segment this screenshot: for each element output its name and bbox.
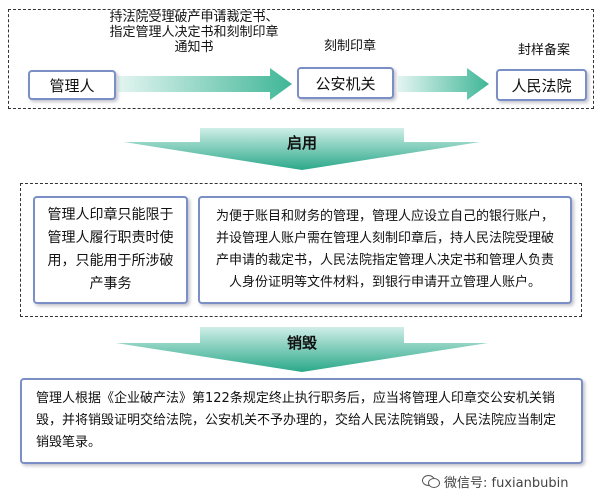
node-police-label: 公安机关 xyxy=(315,74,376,93)
flow-arrow-2 xyxy=(398,68,489,100)
watermark-text: 微信号: fuxianbubin xyxy=(444,475,569,491)
destroy-procedure-text: 管理人根据《企业破产法》第122条规定终止执行职务后，应当将管理人印章交公安机关… xyxy=(36,391,557,450)
watermark: 微信号: fuxianbubin xyxy=(422,470,598,492)
node-manager: 管理人 xyxy=(28,70,116,100)
flow-arrow-1 xyxy=(118,68,292,100)
edge2-label: 刻制印章 xyxy=(323,39,376,54)
stage2-frame xyxy=(20,183,582,317)
usage-limit-box: 管理人印章只能限于管理人履行职责时使用，只能用于所涉破产事务 xyxy=(33,196,188,304)
bank-account-text: 为便于账目和财务的管理，管理人应设立自己的银行账户，并设管理人账户需在管理人刻制… xyxy=(215,209,554,290)
usage-limit-text: 管理人印章只能限于管理人履行职责时使用，只能用于所涉破产事务 xyxy=(47,207,174,292)
step-enable-label: 启用 xyxy=(286,134,317,152)
down-arrow-enable xyxy=(124,128,480,170)
node-manager-label: 管理人 xyxy=(49,76,95,95)
edge3-label: 封样备案 xyxy=(517,43,570,58)
destroy-procedure-box: 管理人根据《企业破产法》第122条规定终止执行职务后，应当将管理人印章交公安机关… xyxy=(20,378,583,464)
bank-account-box: 为便于账目和财务的管理，管理人应设立自己的银行账户，并设管理人账户需在管理人刻制… xyxy=(198,196,572,304)
down-arrow-destroy xyxy=(116,327,488,372)
step-destroy-label: 销毁 xyxy=(286,334,317,352)
node-police: 公安机关 xyxy=(297,67,394,99)
node-court-label: 人民法院 xyxy=(511,76,572,95)
node-court: 人民法院 xyxy=(496,69,587,101)
wechat-icon xyxy=(422,474,440,488)
edge1-label: 持法院受理破产申请裁定书、指定管理人决定书和刻制印章通知书 xyxy=(109,10,279,55)
stage1-frame xyxy=(8,9,594,109)
